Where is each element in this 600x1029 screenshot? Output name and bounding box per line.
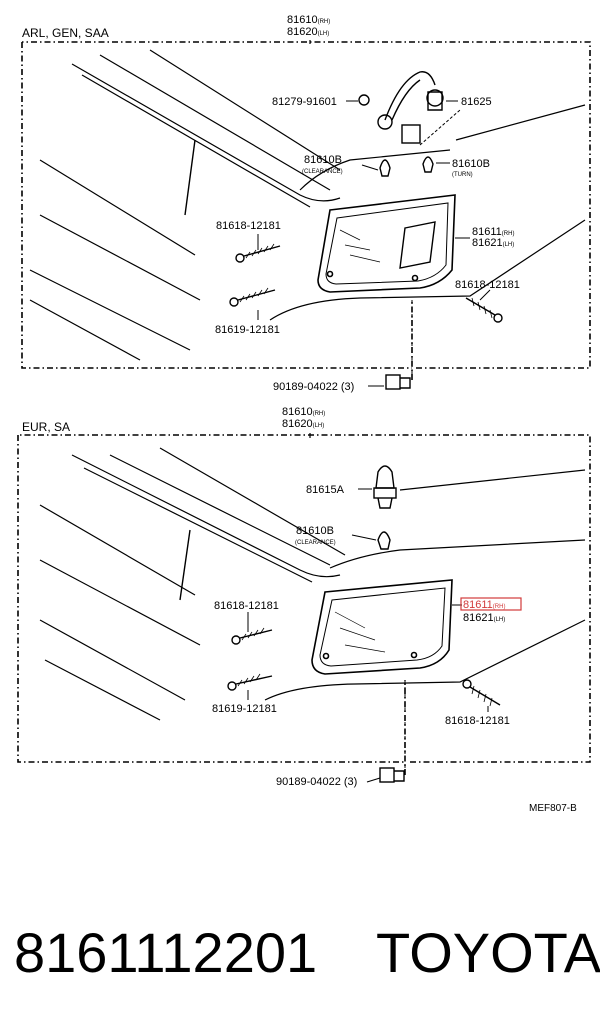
assembly-rh-code: 81610(RH)	[282, 406, 325, 418]
bulb-socket-icon	[373, 465, 397, 509]
clip-icon	[385, 374, 411, 390]
callout-note-clearance: (CLEARANCE)	[295, 540, 336, 546]
callout-81625: 81625	[461, 96, 492, 108]
body-panel-lines	[39, 447, 586, 721]
callout-note-clearance: (CLEARANCE)	[302, 169, 343, 175]
caption: 8161112201 TOYOTA	[14, 918, 600, 988]
clearance-bulb-icon	[379, 159, 391, 177]
clearance-bulb-icon	[377, 531, 391, 550]
section-arl-gen-saa: ARL, GEN, SAA 81610(RH) 81620(LH)	[21, 14, 591, 393]
callout-90189-04022: 90189-04022 (3)	[276, 776, 357, 788]
section-eur-sa: EUR, SA 81610(RH) 81620(LH)	[17, 406, 591, 788]
callout-81618-12181: 81618-12181	[216, 220, 281, 232]
assembly-rh-code: 81610(RH)	[287, 14, 330, 26]
callout-81611-rh-highlighted[interactable]: 81611(RH)	[463, 599, 505, 611]
callout-81619-12181: 81619-12181	[212, 703, 277, 715]
section-title: EUR, SA	[22, 420, 70, 434]
turn-bulb-icon	[422, 156, 434, 173]
highlight-box	[460, 597, 522, 611]
part-number: 8161112201	[14, 921, 318, 984]
leader-lines	[247, 488, 489, 783]
socket-wiring-icon	[377, 71, 444, 144]
callout-81618-12181: 81618-12181	[214, 600, 279, 612]
callout-81611-rh: 81611(RH)	[472, 226, 514, 238]
screw-icon	[235, 243, 281, 263]
callout-81615a: 81615A	[306, 484, 345, 496]
side-lamp-assembly-icon	[317, 194, 456, 293]
callout-81619-12181: 81619-12181	[215, 324, 280, 336]
screw-icon	[229, 287, 276, 307]
callout-note-turn: (TURN)	[452, 172, 473, 178]
leader-lines	[257, 100, 491, 387]
figure-code: MEF807-B	[529, 803, 577, 814]
screw-icon	[465, 297, 503, 323]
body-panel-lines	[29, 49, 586, 361]
section-title: ARL, GEN, SAA	[22, 26, 109, 40]
callout-81610b-clearance: 81610B	[304, 154, 342, 166]
brand-name: TOYOTA	[376, 921, 600, 984]
clip-icon	[379, 767, 405, 783]
parts-diagram: ARL, GEN, SAA 81610(RH) 81620(LH)	[17, 14, 591, 814]
side-lamp-assembly-icon	[311, 579, 453, 675]
screw-icon	[462, 679, 501, 707]
screw-icon	[227, 673, 273, 691]
callout-81610b-turn: 81610B	[452, 158, 490, 170]
callout-81610b-clearance: 81610B	[296, 525, 334, 537]
callout-81621-lh: 81621(LH)	[472, 237, 514, 249]
callout-90189-04022: 90189-04022 (3)	[273, 381, 354, 393]
callout-81618-12181: 81618-12181	[445, 715, 510, 727]
grommet-icon	[358, 94, 370, 106]
section-frame	[21, 41, 591, 380]
callout-81621-lh: 81621(LH)	[463, 612, 505, 624]
callout-81279-91601: 81279-91601	[272, 96, 337, 108]
screw-icon	[231, 627, 273, 645]
callout-81618-12181: 81618-12181	[455, 279, 520, 291]
assembly-lh-code: 81620(LH)	[287, 26, 329, 38]
assembly-lh-code: 81620(LH)	[282, 418, 324, 430]
